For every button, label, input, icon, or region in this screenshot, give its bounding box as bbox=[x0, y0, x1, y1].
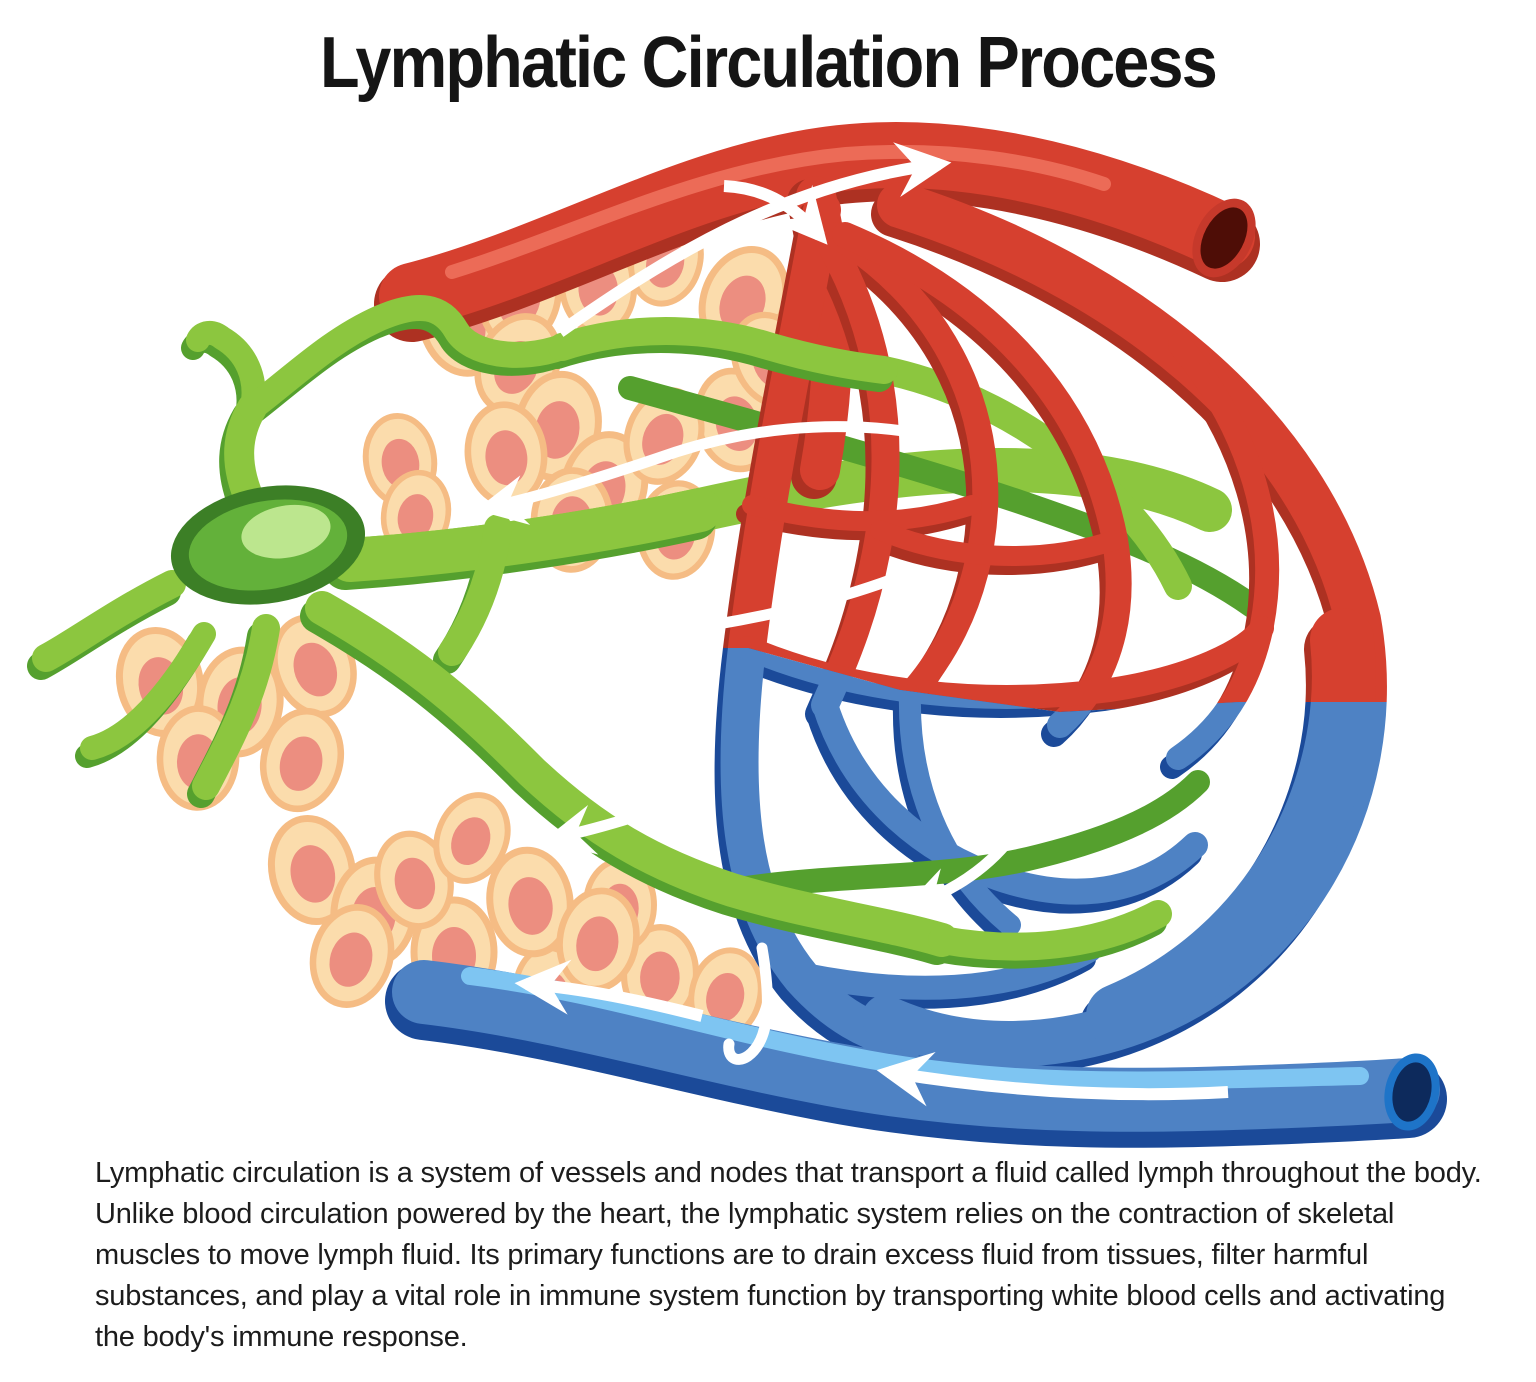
tissue-cell-nucleus bbox=[290, 845, 336, 903]
flow-arrows bbox=[475, 142, 1229, 1107]
lymph-vessel-lower-dark bbox=[720, 770, 1210, 902]
tissue-cell-nucleus bbox=[397, 494, 434, 541]
vein-tube bbox=[392, 960, 1440, 1132]
lymph-flow-arrow-upper bbox=[475, 421, 954, 525]
tissue-cell-nucleus bbox=[451, 817, 491, 866]
tissue-cell-nucleus bbox=[394, 857, 436, 910]
tissue-cell-nucleus bbox=[329, 932, 373, 987]
tissue-cell-nucleus bbox=[706, 972, 745, 1022]
vein-flow-arrow-left bbox=[514, 959, 704, 1022]
vein-flow-arrow-right bbox=[876, 1051, 1229, 1107]
lymph-flow-arrow-left bbox=[543, 788, 702, 855]
tissue-cell bbox=[374, 830, 454, 930]
tissue-cell-nucleus bbox=[576, 916, 619, 972]
tissue-cell bbox=[309, 904, 395, 1008]
tissue-cell bbox=[556, 887, 640, 993]
artery-vessel bbox=[374, 122, 1260, 499]
lymph-vessel-dark-strand bbox=[618, 376, 1264, 618]
lymph-flow-arrow-middle bbox=[651, 564, 919, 653]
lymphatic-vessels bbox=[41, 308, 1210, 955]
lymph-node-cell bbox=[170, 485, 366, 605]
tissue-cell-nucleus bbox=[640, 951, 680, 1004]
capillary-to-vein-hook bbox=[723, 942, 773, 1065]
vein-opening bbox=[1384, 1053, 1440, 1131]
tissue-cell bbox=[267, 814, 357, 926]
tissue-cell bbox=[259, 707, 345, 813]
lymph-flow-arrow-lower bbox=[902, 840, 1011, 916]
tissue-cell-nucleus bbox=[293, 642, 338, 697]
tissue-cell-nucleus bbox=[485, 430, 528, 486]
artery-highlight bbox=[445, 144, 1111, 279]
artery-opening bbox=[1192, 198, 1256, 278]
tissue-cells-front bbox=[433, 792, 640, 993]
artery-flow-arrow bbox=[556, 142, 952, 337]
tissue-cell bbox=[433, 792, 511, 884]
tissue-cell-nucleus bbox=[508, 877, 553, 935]
artery-branch-flow-arrow bbox=[723, 180, 828, 245]
description-text: Lymphatic circulation is a system of ves… bbox=[95, 1157, 1482, 1353]
tissue-cell-nucleus bbox=[279, 736, 323, 791]
page-title: Lymphatic Circulation Process bbox=[319, 23, 1218, 103]
tissue-cell bbox=[486, 846, 574, 958]
